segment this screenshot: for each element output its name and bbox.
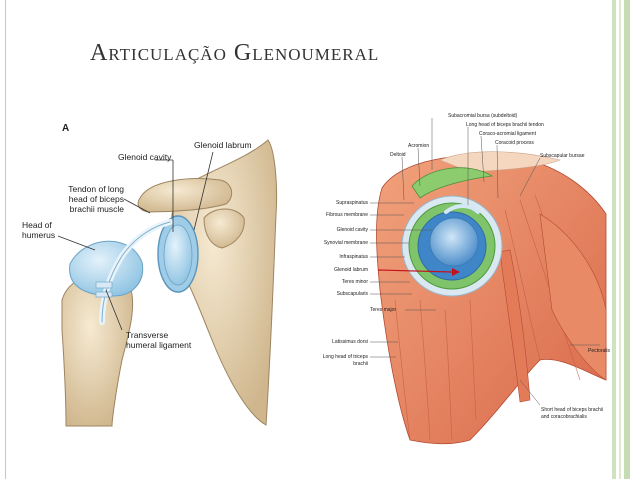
glenoid-cavity [163,224,193,286]
label-tendon-line3: brachii muscle [69,204,124,214]
slide-border-right-inner [619,0,621,479]
label-coracoid-process: Coracoid process [495,140,534,146]
coracoid-process [203,208,245,249]
label-transverse-line2: humeral ligament [126,340,192,350]
figure-b-leader-lines [370,118,600,406]
label-long-head-triceps-1: Long head of triceps [322,354,368,360]
label-synovial-membrane: Synovial membrane [323,240,368,246]
subacromial-bursa [411,167,494,199]
label-pectoralis: Pectoralis [588,348,610,354]
panel-letter: A [62,123,70,134]
slide-title: Articulação Glenoumeral [90,40,380,66]
label-deltoid: Deltoid [390,152,406,158]
label-latissimus-dorsi: Latissimus dorsi [332,339,368,345]
label-glenoid-cavity: Glenoid cavity [118,152,172,162]
label-head-line1: Head of [22,220,52,230]
glenoid-cavity-b [429,217,479,267]
label-glenoid-cavity-b: Glenoid cavity [336,227,368,233]
label-teres-major: Teres major [370,307,397,313]
label-subscapularis: Subscapularis [336,291,368,297]
label-coraco-acromial-ligament: Coraco-acromial ligament [479,131,536,137]
label-teres-minor: Teres minor [341,279,368,285]
label-long-head-biceps-tendon: Long head of biceps brachii tendon [466,122,544,128]
slide-border-left [5,0,6,479]
pectoralis-muscle [539,213,607,381]
label-head-line2: humerus [22,230,56,240]
label-subscapular-bursae: Subscapular bursae [540,153,585,159]
label-transverse-line1: Transverse [126,330,169,340]
label-acromion: Acromion [408,143,430,149]
slide-border-right [612,0,616,479]
transverse-humeral-ligament [95,281,113,289]
skin-edge [439,151,561,173]
label-glenoid-labrum-b: Glenoid labrum [334,267,368,273]
label-long-head-triceps-2: brachii [353,361,368,367]
long-head-biceps-tendon [444,204,480,214]
label-tendon-line2: head of biceps [68,194,124,204]
label-subacromial-bursa: Subacromial bursa (subdeltoid) [448,113,518,119]
short-head-biceps [499,249,531,403]
labrum-arrow [377,269,453,273]
figure-a-leader-lines [57,151,214,331]
label-infraspinatus: Infraspinatus [339,254,368,260]
label-supraspinatus: Supraspinatus [336,200,368,206]
label-glenoid-labrum: Glenoid labrum [194,140,252,150]
label-short-head-1: Short head of biceps brachii [541,407,603,413]
label-fibrous-membrane: Fibrous membrane [326,212,368,218]
slide-border-right-outer [624,0,630,479]
label-short-head-2: and coracobrachialis [541,414,587,420]
acromion [137,178,233,213]
label-tendon-line1: Tendon of long [68,184,124,194]
